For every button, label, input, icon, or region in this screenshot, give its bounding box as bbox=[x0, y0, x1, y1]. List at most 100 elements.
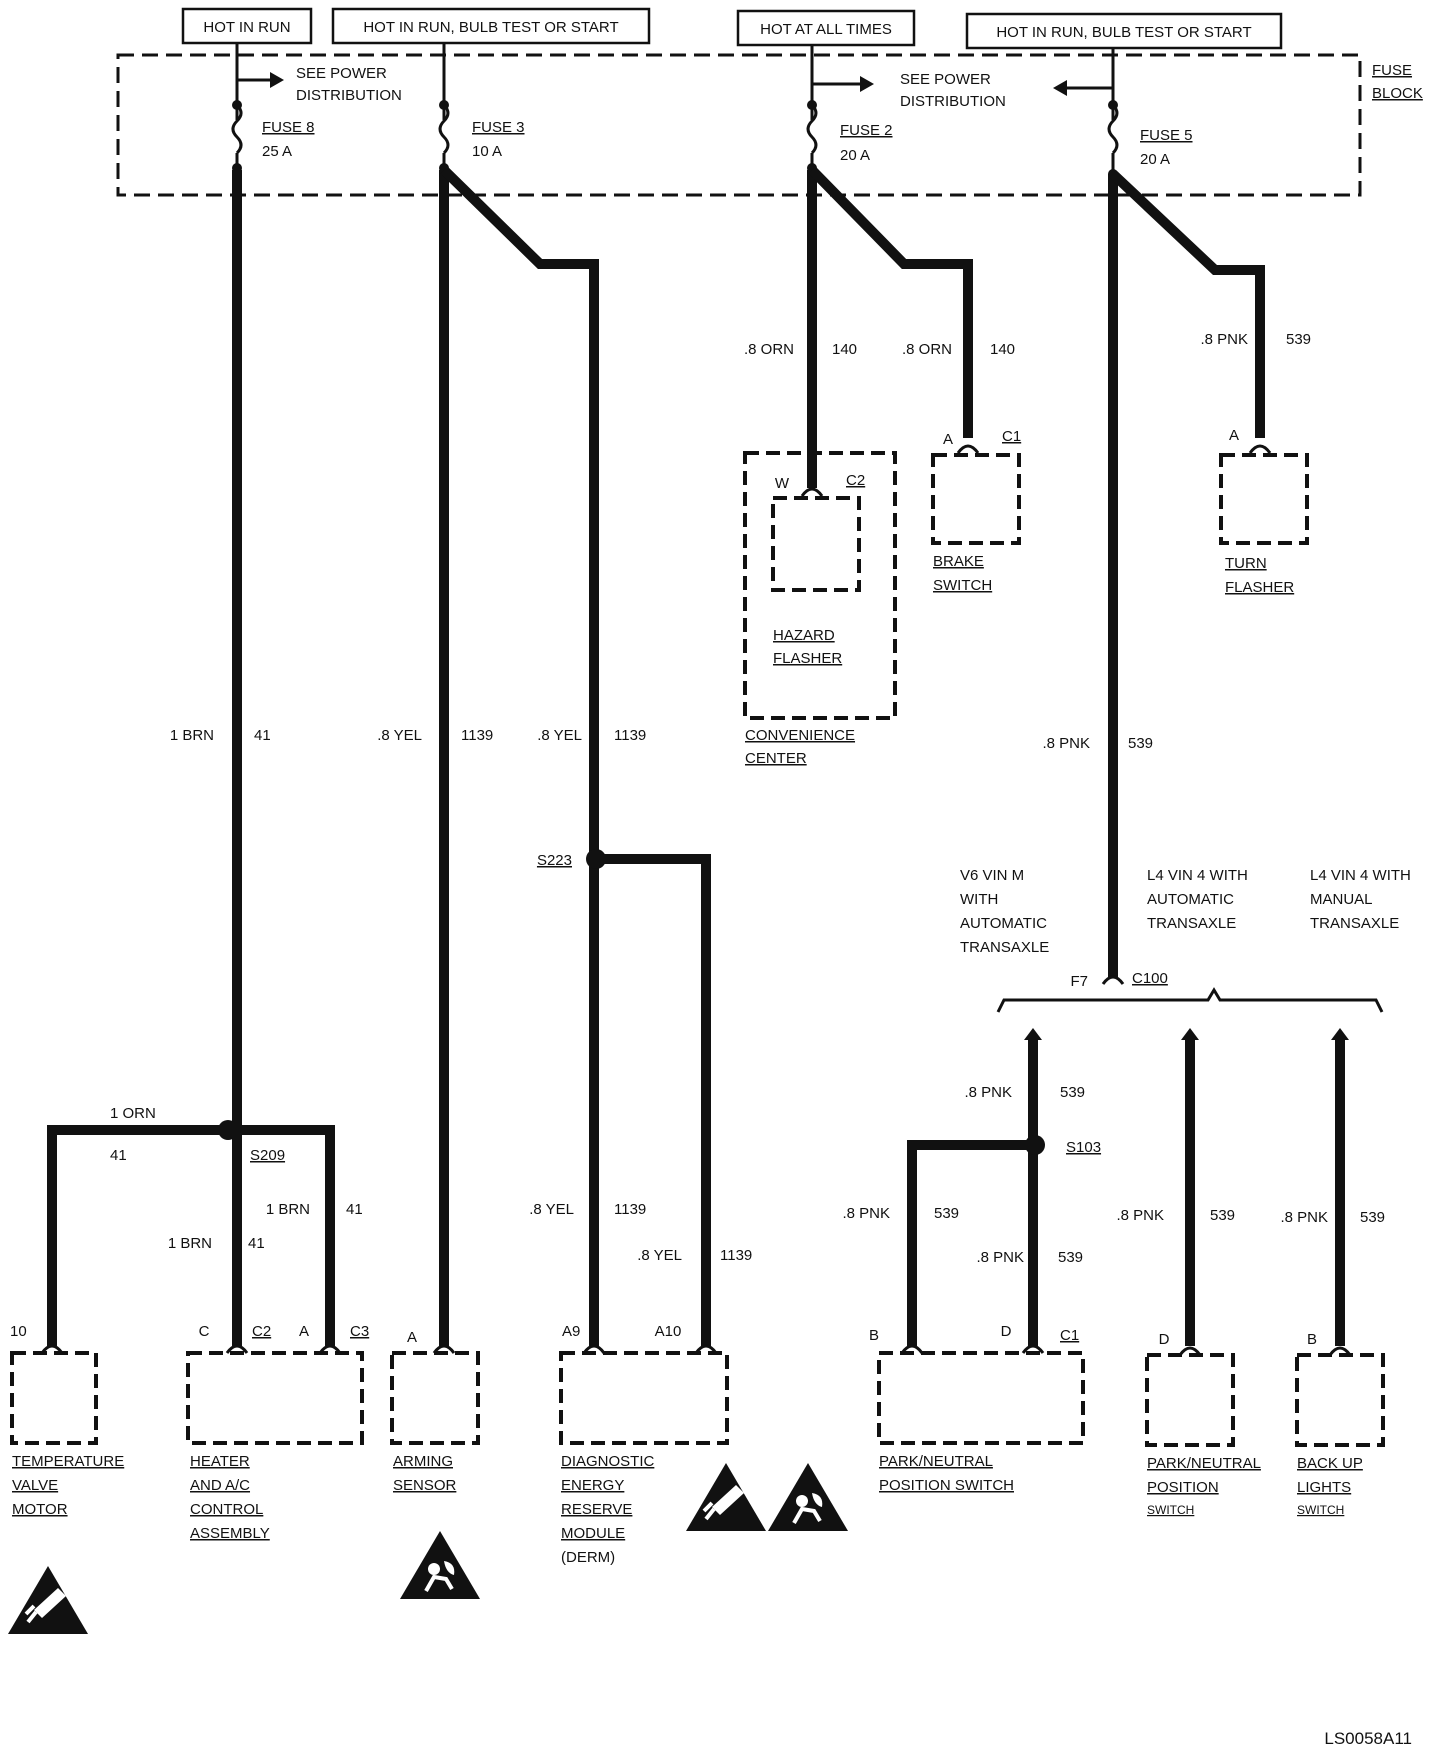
svg-text:POSITION SWITCH: POSITION SWITCH bbox=[879, 1477, 1014, 1494]
connector-w bbox=[800, 487, 824, 497]
svg-text:.8 PNK: .8 PNK bbox=[1200, 331, 1248, 348]
fuse-block-label: FUSE bbox=[1372, 62, 1412, 79]
see-power-2: SEE POWER bbox=[900, 71, 991, 88]
svg-text:W: W bbox=[775, 475, 790, 492]
svg-text:.8 YEL: .8 YEL bbox=[377, 727, 422, 744]
option-l4-auto: L4 VIN 4 WITH AUTOMATIC TRANSAXLE bbox=[1147, 867, 1248, 932]
svg-text:L4 VIN 4 WITH: L4 VIN 4 WITH bbox=[1310, 867, 1411, 884]
svg-text:D: D bbox=[1001, 1323, 1012, 1340]
temp-valve-motor-box bbox=[10, 1351, 98, 1445]
backup-switch-box bbox=[1295, 1353, 1385, 1447]
svg-text:TRANSAXLE: TRANSAXLE bbox=[1147, 915, 1236, 932]
svg-text:C2: C2 bbox=[252, 1323, 271, 1340]
svg-text:20 A: 20 A bbox=[840, 147, 870, 164]
arming-sensor-label: ARMING bbox=[393, 1453, 453, 1470]
svg-text:.8 PNK: .8 PNK bbox=[964, 1084, 1012, 1101]
fuse-3: FUSE 3 10 A bbox=[438, 100, 525, 173]
svg-text:A9: A9 bbox=[562, 1323, 580, 1340]
svg-text:B: B bbox=[1307, 1331, 1317, 1348]
svg-text:VALVE: VALVE bbox=[12, 1477, 58, 1494]
svg-text:S209: S209 bbox=[250, 1147, 285, 1164]
svg-text:1 BRN: 1 BRN bbox=[170, 727, 214, 744]
svg-text:539: 539 bbox=[1060, 1084, 1085, 1101]
arrow-right-icon bbox=[860, 76, 874, 92]
svg-text:TRANSAXLE: TRANSAXLE bbox=[960, 939, 1049, 956]
svg-text:C1: C1 bbox=[1002, 428, 1021, 445]
header-hot-in-run: HOT IN RUN bbox=[181, 7, 313, 45]
svg-text:HOT IN RUN: HOT IN RUN bbox=[203, 19, 290, 36]
esd-warning-icon bbox=[684, 1461, 768, 1533]
svg-text:.8 ORN: .8 ORN bbox=[744, 341, 794, 358]
brake-switch-label: BRAKE bbox=[933, 553, 984, 570]
svg-text:.8 ORN: .8 ORN bbox=[902, 341, 952, 358]
svg-text:A: A bbox=[299, 1323, 309, 1340]
pnp-switch-1-label: PARK/NEUTRAL bbox=[879, 1453, 993, 1470]
svg-text:1139: 1139 bbox=[720, 1247, 752, 1264]
svg-text:B: B bbox=[869, 1327, 879, 1344]
wire-539-turn bbox=[1109, 170, 1265, 438]
wire-539-b bbox=[907, 1140, 1035, 1346]
option-l4-manual: L4 VIN 4 WITH MANUAL TRANSAXLE bbox=[1310, 867, 1411, 932]
svg-text:AUTOMATIC: AUTOMATIC bbox=[1147, 891, 1234, 908]
svg-text:MODULE: MODULE bbox=[561, 1525, 625, 1542]
svg-text:1 ORN: 1 ORN bbox=[110, 1105, 156, 1122]
see-power-1: SEE POWER bbox=[296, 65, 387, 82]
header-hot-all-times: HOT AT ALL TIMES bbox=[736, 9, 916, 47]
header-hot-run-bulb-1: HOT IN RUN, BULB TEST OR START bbox=[331, 7, 651, 45]
svg-text:HOT IN RUN, BULB TEST OR START: HOT IN RUN, BULB TEST OR START bbox=[363, 19, 618, 36]
header-hot-run-bulb-2: HOT IN RUN, BULB TEST OR START bbox=[965, 12, 1283, 50]
svg-text:FUSE 5: FUSE 5 bbox=[1140, 127, 1193, 144]
svg-text:25 A: 25 A bbox=[262, 143, 292, 160]
svg-text:SENSOR: SENSOR bbox=[393, 1477, 457, 1494]
backup-switch-label: BACK UP bbox=[1297, 1455, 1363, 1472]
svg-text:SWITCH: SWITCH bbox=[1147, 1503, 1194, 1517]
svg-text:.8 YEL: .8 YEL bbox=[637, 1247, 682, 1264]
wire-1139-derm bbox=[440, 166, 599, 1346]
connector-a-brake bbox=[956, 444, 980, 454]
svg-text:TRANSAXLE: TRANSAXLE bbox=[1310, 915, 1399, 932]
svg-text:1139: 1139 bbox=[614, 1201, 646, 1218]
svg-text:.8 YEL: .8 YEL bbox=[537, 727, 582, 744]
hazard-flasher-box bbox=[771, 496, 861, 592]
svg-text:V6 VIN M: V6 VIN M bbox=[960, 867, 1024, 884]
heater-ac-box bbox=[186, 1351, 364, 1445]
arrow-right-icon bbox=[270, 72, 284, 88]
derm-box bbox=[559, 1351, 729, 1445]
svg-text:C100: C100 bbox=[1132, 970, 1168, 987]
pnp-switch-2-box bbox=[1145, 1353, 1235, 1447]
svg-text:.8 YEL: .8 YEL bbox=[529, 1201, 574, 1218]
svg-text:RESERVE: RESERVE bbox=[561, 1501, 632, 1518]
svg-text:D: D bbox=[1159, 1331, 1170, 1348]
svg-text:SWITCH: SWITCH bbox=[1297, 1503, 1344, 1517]
airbag-warning-icon bbox=[398, 1529, 482, 1601]
hazard-flasher-label: HAZARD bbox=[773, 627, 835, 644]
arming-sensor-box bbox=[390, 1351, 480, 1445]
figure-code: LS0058A11 bbox=[1324, 1729, 1412, 1748]
wire-41-orn bbox=[47, 1125, 228, 1346]
svg-text:1 BRN: 1 BRN bbox=[168, 1235, 212, 1252]
svg-text:41: 41 bbox=[254, 727, 271, 744]
svg-text:C: C bbox=[199, 1323, 210, 1340]
svg-text:41: 41 bbox=[248, 1235, 265, 1252]
heater-ac-label: HEATER bbox=[190, 1453, 250, 1470]
wire-140-brake bbox=[808, 166, 973, 438]
esd-warning-icon bbox=[6, 1564, 90, 1636]
svg-text:POSITION: POSITION bbox=[1147, 1479, 1219, 1496]
option-brace bbox=[996, 987, 1384, 1013]
svg-text:A: A bbox=[943, 431, 953, 448]
turn-flasher-label: TURN bbox=[1225, 555, 1267, 572]
svg-text:140: 140 bbox=[832, 341, 857, 358]
svg-text:539: 539 bbox=[934, 1205, 959, 1222]
svg-text:20 A: 20 A bbox=[1140, 151, 1170, 168]
svg-text:FLASHER: FLASHER bbox=[773, 650, 842, 667]
convenience-center-label: CONVENIENCE bbox=[745, 727, 855, 744]
svg-text:FUSE 3: FUSE 3 bbox=[472, 119, 525, 136]
svg-text:AND A/C: AND A/C bbox=[190, 1477, 250, 1494]
svg-text:539: 539 bbox=[1128, 735, 1153, 752]
wire-41-c3 bbox=[228, 1125, 335, 1346]
svg-text:LIGHTS: LIGHTS bbox=[1297, 1479, 1351, 1496]
svg-text:MANUAL: MANUAL bbox=[1310, 891, 1373, 908]
svg-text:L4 VIN 4 WITH: L4 VIN 4 WITH bbox=[1147, 867, 1248, 884]
connector-a-turn bbox=[1248, 444, 1272, 454]
svg-text:A10: A10 bbox=[655, 1323, 682, 1340]
